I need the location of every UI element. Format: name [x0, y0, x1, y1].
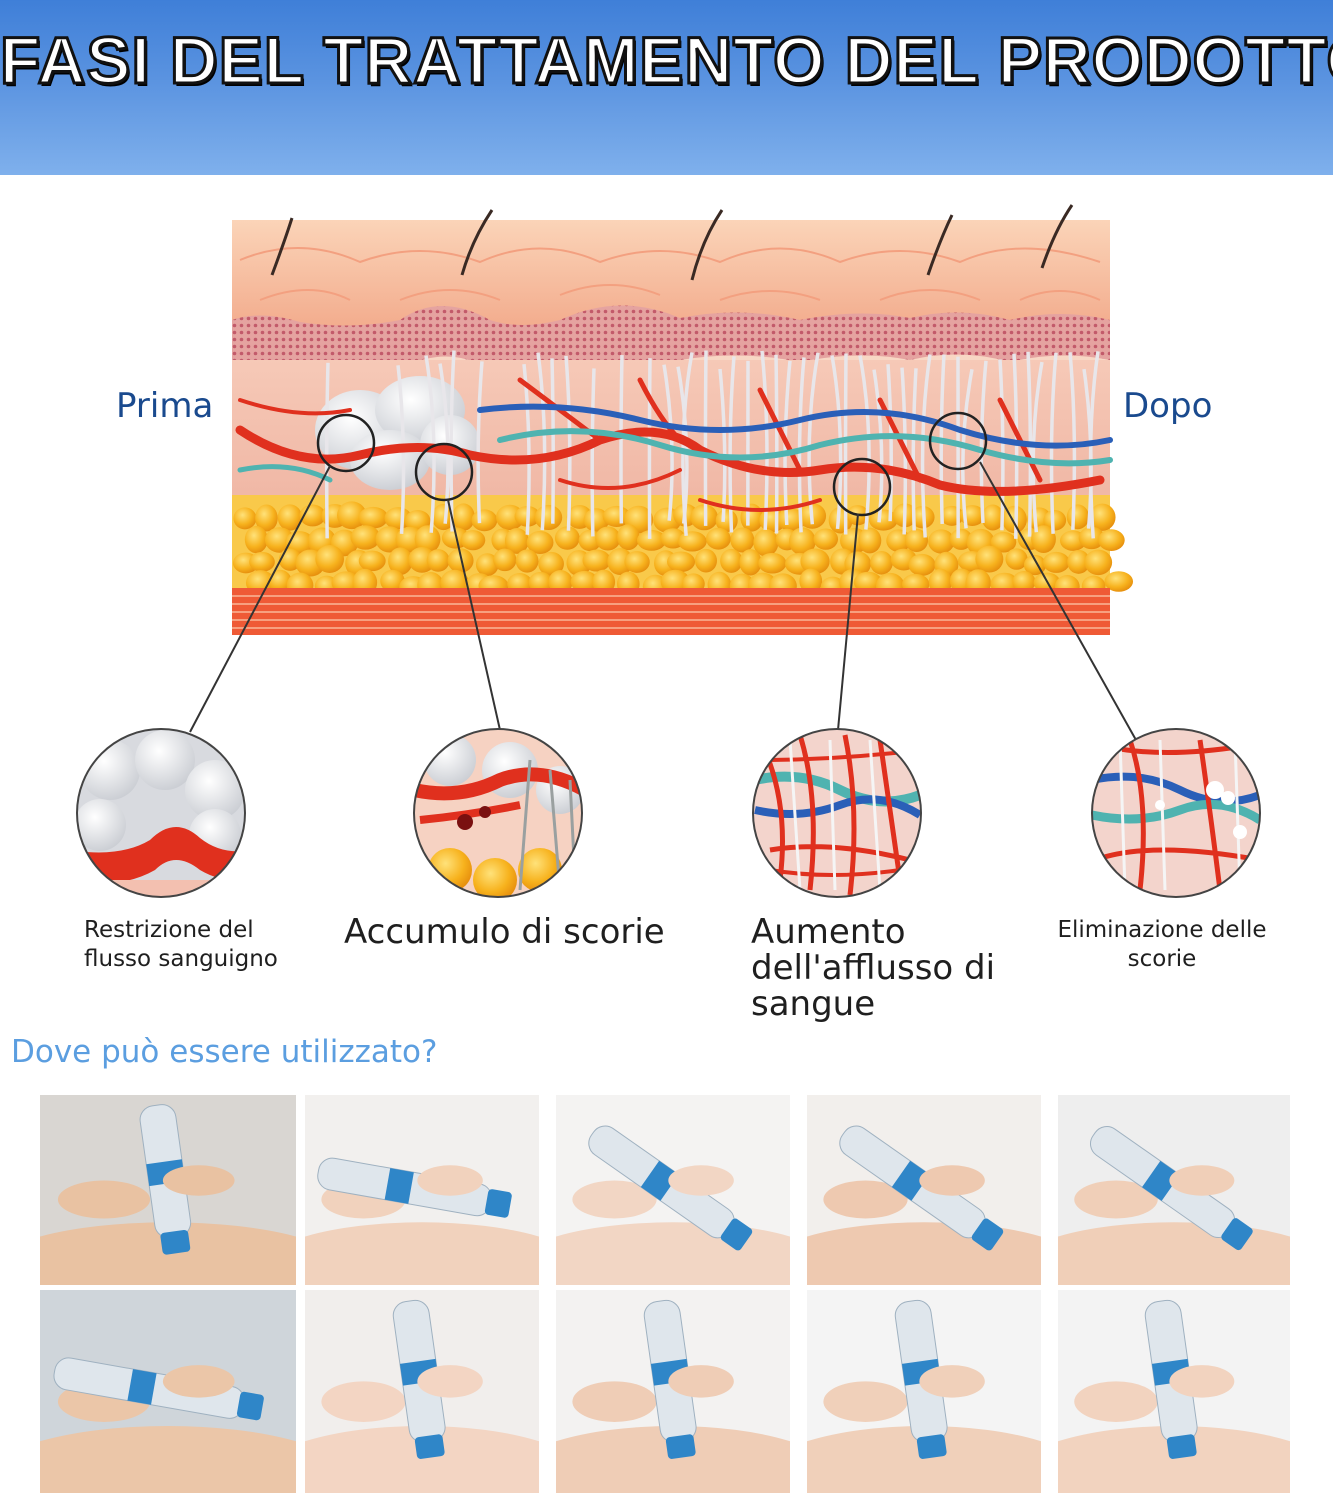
- usage-photo: [305, 1290, 539, 1493]
- zoom-circle-blood-flow: [752, 728, 922, 898]
- usage-photo: [807, 1290, 1041, 1493]
- usage-photo: [556, 1290, 790, 1493]
- hairs: [270, 204, 1074, 281]
- usage-photo: [40, 1095, 296, 1285]
- usage-photo: [1058, 1095, 1290, 1285]
- usage-photo: [40, 1290, 296, 1493]
- usage-photo: [1058, 1290, 1290, 1493]
- blood-vessels: [235, 377, 1113, 512]
- caption-restriction: Restrizione del flusso sanguigno: [84, 917, 278, 972]
- caption-accumulation: Accumulo di scorie: [344, 912, 665, 952]
- epidermis-cells: [239, 247, 1101, 301]
- usage-photo: [305, 1095, 539, 1285]
- zoom-circle-accumulation: [413, 728, 583, 898]
- zoom-markers: [316, 411, 988, 517]
- usage-photo: [807, 1095, 1041, 1285]
- muscle-layer: [232, 588, 1110, 635]
- label-after: Dopo: [1123, 386, 1213, 426]
- connector-lines: [189, 461, 1137, 741]
- caption-elimination: Eliminazione delle scorie: [1057, 917, 1267, 972]
- usage-question: Dove può essere utilizzato?: [11, 1034, 438, 1070]
- header-banner: FASI DEL TRATTAMENTO DEL PRODOTTO: [0, 0, 1333, 175]
- granular-layer: [232, 305, 1110, 388]
- label-before: Prima: [116, 386, 214, 426]
- caption-blood-flow: Aumento dell'afflusso di sangue: [751, 912, 996, 1024]
- usage-photo: [556, 1095, 790, 1285]
- skin-cross-section-diagram: [76, 204, 1261, 898]
- page-title: FASI DEL TRATTAMENTO DEL PRODOTTO: [0, 22, 1333, 99]
- zoom-circle-restriction: [76, 728, 246, 898]
- usage-photo-grid: [40, 1095, 1290, 1493]
- zoom-circle-elimination: [1091, 728, 1261, 898]
